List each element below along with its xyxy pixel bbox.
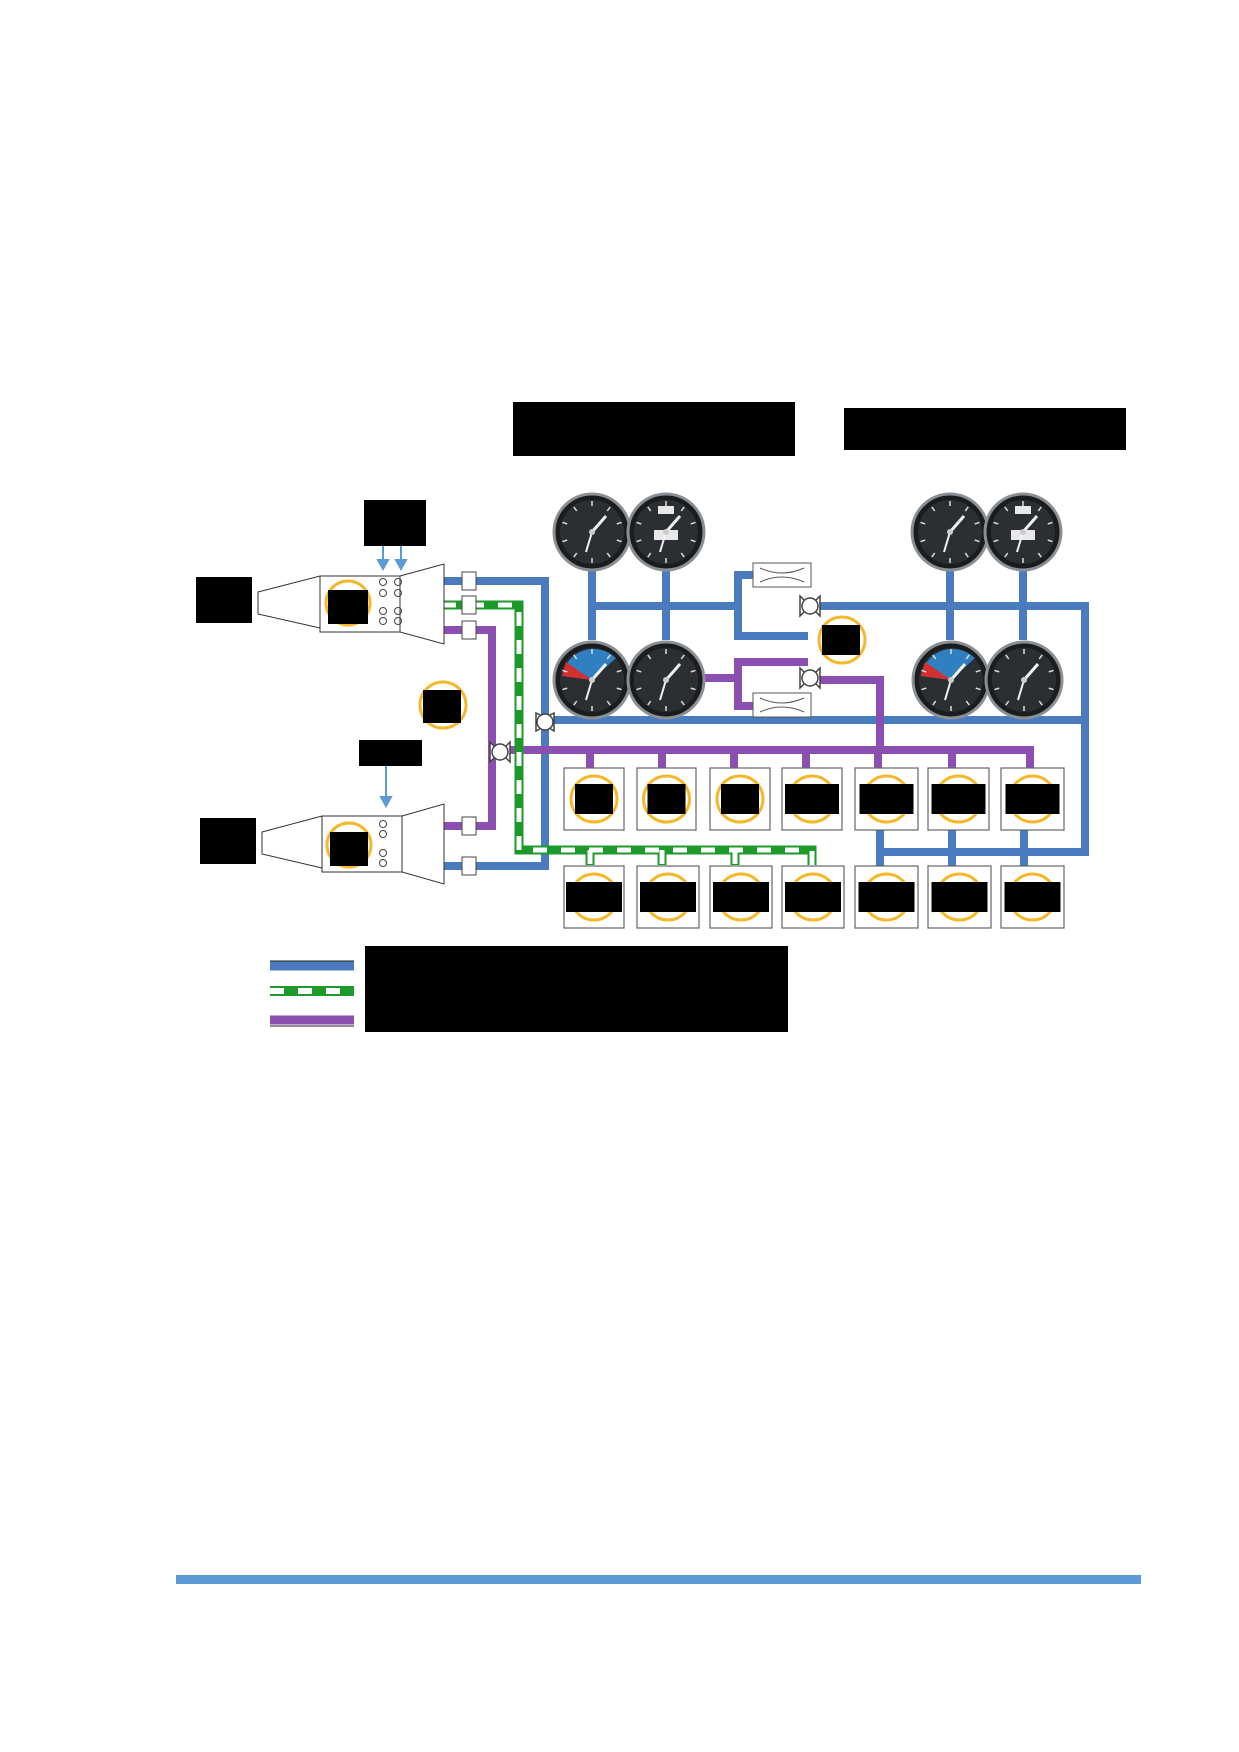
selector-valve-icon <box>799 666 821 690</box>
attitude-indicator-icon <box>626 492 706 572</box>
consumer-box-icon <box>854 865 919 929</box>
box-label-redaction <box>931 882 988 912</box>
altimeter-icon <box>552 492 632 572</box>
pitot-static-probe-icon <box>200 803 445 885</box>
box-label-redaction <box>858 882 915 912</box>
footer-rule <box>176 1575 1141 1584</box>
box-label-redaction <box>575 784 613 814</box>
box-label-redaction <box>647 784 686 814</box>
consumer-box-icon <box>563 865 625 929</box>
air-data-module-icon <box>752 562 812 588</box>
consumer-box-icon <box>1000 767 1065 831</box>
consumer-box-icon <box>709 767 771 831</box>
airspeed-indicator-icon <box>626 640 706 720</box>
altimeter-icon <box>910 492 990 572</box>
attitude-indicator-icon <box>983 492 1063 572</box>
air-data-module-icon <box>752 692 812 718</box>
highlight-marker <box>418 680 468 730</box>
vertical-speed-indicator-icon <box>911 640 991 720</box>
airspeed-indicator-icon <box>984 640 1064 720</box>
selector-valve-icon <box>535 711 556 733</box>
subtitle-redaction <box>844 408 1126 450</box>
pitot-static-probe-icon <box>196 563 445 645</box>
box-label-redaction <box>640 882 696 912</box>
legend <box>270 946 788 1032</box>
selector-valve-icon <box>799 594 821 618</box>
box-label-redaction <box>721 784 759 814</box>
input-arrow-icon <box>379 766 393 809</box>
consumer-box-icon <box>781 767 843 831</box>
consumer-box-icon <box>854 767 919 831</box>
consumer-box-icon <box>1000 865 1065 929</box>
box-label-redaction <box>931 784 986 814</box>
highlight-marker <box>817 615 867 665</box>
consumer-box-icon <box>781 865 845 929</box>
box-label-redaction <box>713 882 769 912</box>
legend-text-redaction <box>365 946 788 1032</box>
consumer-box-icon <box>563 767 625 831</box>
consumer-box-icon <box>709 865 773 929</box>
title-redaction <box>513 402 795 456</box>
lower-input-label-redaction <box>359 740 422 766</box>
box-label-redaction <box>785 784 839 814</box>
box-label-redaction <box>859 784 914 814</box>
blue-pipe <box>592 545 808 636</box>
consumer-box-icon <box>927 865 992 929</box>
selector-valve-icon <box>489 740 511 764</box>
box-label-redaction <box>785 882 841 912</box>
consumer-box-icon <box>636 767 697 831</box>
consumer-box-icon <box>927 767 990 831</box>
vertical-speed-indicator-icon <box>552 640 632 720</box>
consumer-box-icon <box>636 865 700 929</box>
box-label-redaction <box>1005 784 1060 814</box>
box-label-redaction <box>566 882 622 912</box>
input-arrow-icon <box>376 546 408 572</box>
connector-icon <box>461 571 477 876</box>
box-label-redaction <box>1004 882 1061 912</box>
upper-input-label-redaction <box>364 500 426 546</box>
